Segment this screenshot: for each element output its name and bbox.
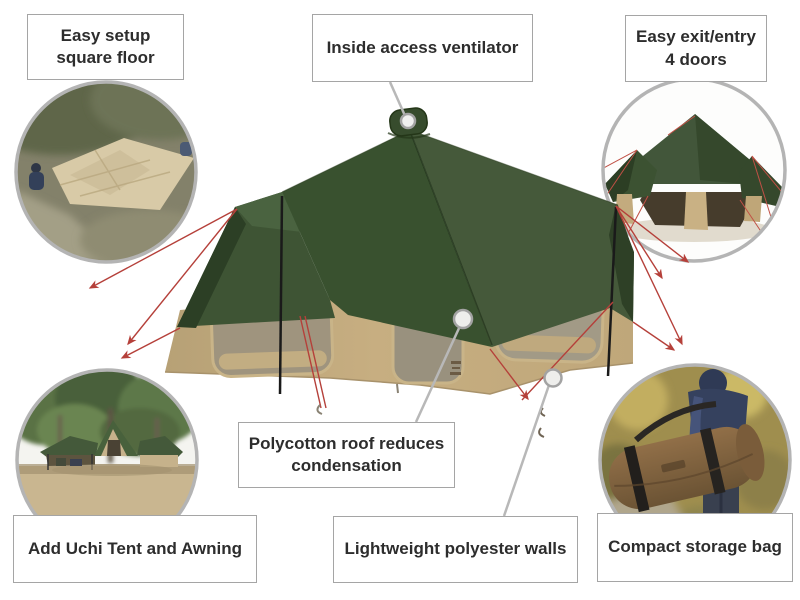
callout-dot-walls bbox=[543, 368, 563, 388]
photo-easy-setup bbox=[14, 80, 198, 264]
duffel-bag bbox=[608, 424, 765, 513]
wall-logo-print bbox=[450, 361, 461, 375]
stakes-and-hooks bbox=[316, 383, 546, 438]
person-figure-right bbox=[180, 142, 192, 156]
callout-dot-polycotton bbox=[452, 308, 474, 330]
leader-line-polycotton bbox=[414, 325, 462, 423]
photo-circle-rim bbox=[14, 80, 198, 264]
mini-tent-open-doors bbox=[603, 114, 785, 249]
tent-poles bbox=[278, 195, 618, 395]
callout-label-easy-setup: Easy setup square floor bbox=[27, 14, 184, 80]
callout-leaders bbox=[388, 81, 563, 517]
groundsheet-tarp bbox=[52, 138, 194, 210]
guy-ropes bbox=[88, 205, 690, 409]
leader-line-ventilator bbox=[388, 81, 408, 119]
callout-label-ventilator: Inside access ventilator bbox=[312, 14, 533, 82]
callout-label-storage-bag: Compact storage bag bbox=[597, 513, 793, 582]
callout-dot-ventilator bbox=[399, 112, 417, 130]
main-roof-right-face bbox=[410, 130, 634, 347]
callout-label-four-doors: Easy exit/entry 4 doors bbox=[625, 15, 767, 82]
person-figure-left bbox=[29, 163, 44, 190]
main-roof-left-face bbox=[282, 130, 492, 347]
main-tent-illustration bbox=[88, 107, 690, 438]
bag-strap bbox=[634, 401, 717, 443]
callout-label-uchi-tent: Add Uchi Tent and Awning bbox=[13, 515, 257, 583]
callout-label-polyester-walls: Lightweight polyester walls bbox=[333, 516, 578, 583]
tent-roof bbox=[177, 107, 634, 347]
photo-four-doors bbox=[601, 77, 787, 263]
callout-label-polycotton: Polycotton roof reduces condensation bbox=[238, 422, 455, 488]
leader-line-walls bbox=[502, 384, 551, 517]
mini-campsite-tent bbox=[40, 420, 183, 476]
